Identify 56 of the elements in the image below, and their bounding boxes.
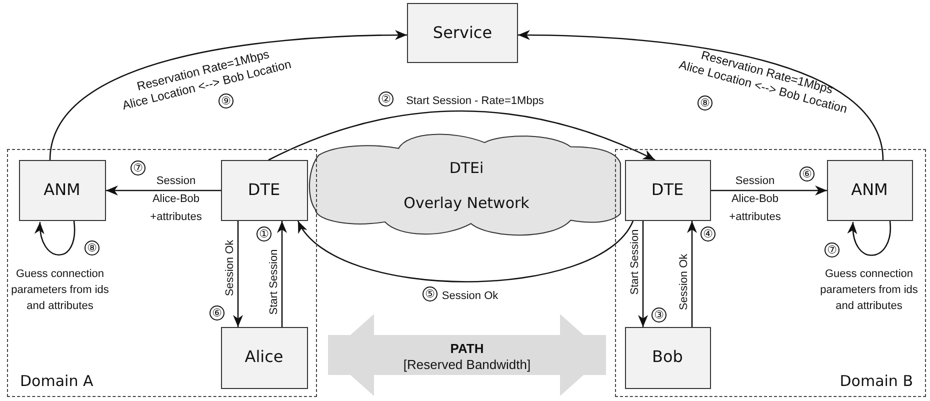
arrow [277,221,287,327]
arrow [711,186,827,196]
process-box [624,326,710,388]
process-box [220,160,308,220]
node-label: Service [432,24,492,42]
edge-label: Session Ok [223,240,237,296]
domain-label: Domain B [840,372,913,390]
double-arrow [328,314,606,396]
step-number: ⑦ [824,242,840,258]
arrow [35,220,76,256]
step-number: ⑧ [698,96,712,110]
edge-label: Session Alice-Bob +attributes [150,174,202,225]
node-label: DTEi [449,160,484,177]
arrow [297,220,634,282]
step-number: ⑧ [84,240,100,256]
edge-label: Guess connection parameters from ids and attributes [819,267,919,314]
node-label: Bob [652,348,683,367]
step-number: ⑥ [800,166,814,182]
edge-label: Start Session - Rate=1Mbps [406,94,544,108]
step-number: ⑤ [422,286,438,302]
edge-label: Guess connection parameters from ids and attributes [10,267,110,314]
process-box [18,160,106,220]
step-number: ③ [652,308,666,322]
node-label: DTE [248,180,280,200]
arrow [638,221,648,327]
node-label: ANM [44,180,80,200]
arrow [49,30,407,160]
node-label: ANM [851,180,888,200]
edge-label: Session Ok [677,254,691,310]
arrow [106,186,221,196]
step-number: ① [256,226,272,242]
arrow [268,110,656,161]
edge-label: Session Ok [442,289,498,303]
process-box [220,326,308,388]
arrow [518,30,884,160]
step-number: ⑦ [130,160,146,176]
process-box [407,3,518,63]
arrow [848,220,891,256]
step-number: ② [378,92,394,106]
arrow [233,221,243,327]
edge-label: Start Session [628,229,642,295]
edge-label: PATH [Reserved Bandwidth] [402,341,532,373]
node-label: Alice [244,348,284,367]
step-number: ⑨ [218,94,234,108]
process-box [624,160,710,220]
arrow [687,221,697,327]
node-label: DTE [651,180,684,200]
domain-boundary [7,149,317,397]
domain-boundary [615,149,926,397]
domain-label: Domain A [20,372,94,390]
edge-label: Session Alice-Bob +attributes [729,174,781,225]
node-label: Overlay Network [404,195,530,212]
edge-label: Start Session [267,249,281,315]
step-number: ④ [700,226,716,242]
step-number: ⑥ [210,306,224,320]
process-box [826,160,912,220]
